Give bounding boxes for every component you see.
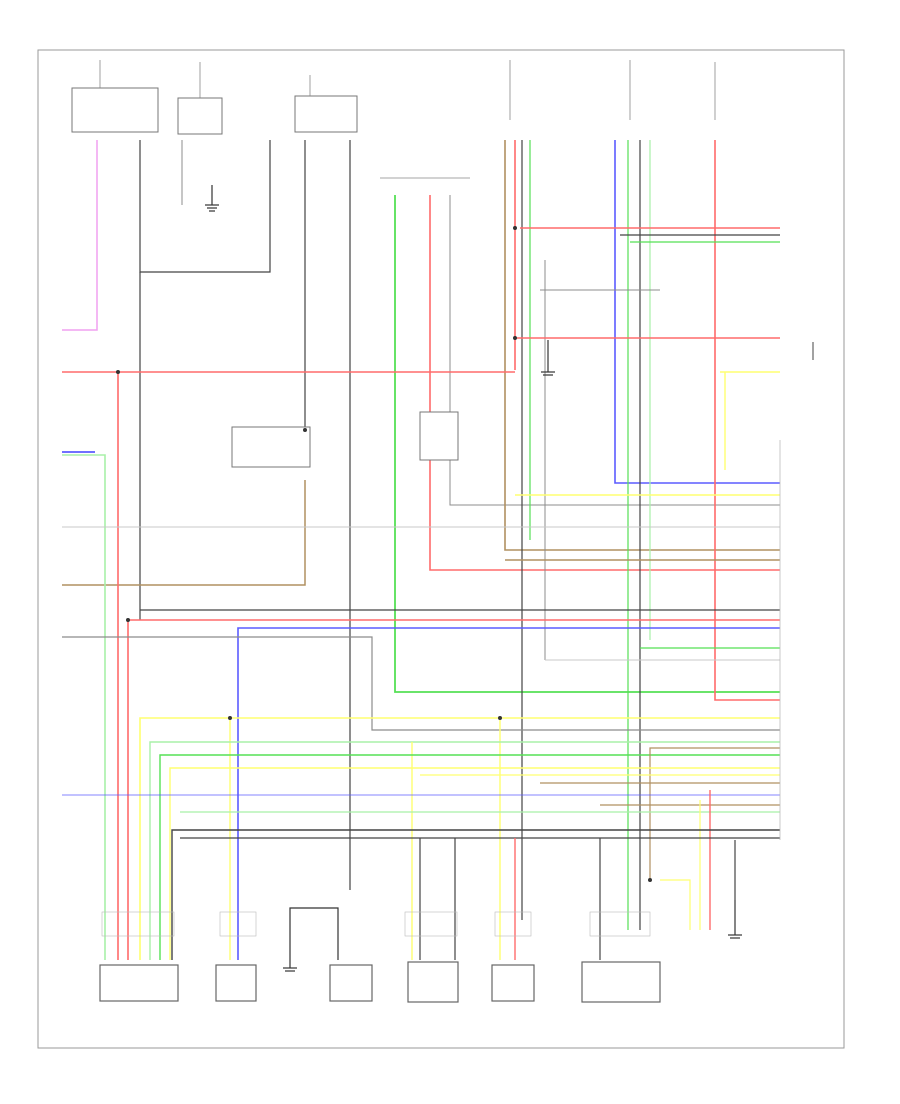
ground-symbol-icon	[728, 900, 742, 939]
wire-blue-bus	[237, 627, 780, 960]
wire-red-far-right	[714, 140, 780, 701]
wire-olive-right	[504, 140, 780, 551]
wire-gray-bus	[62, 636, 780, 731]
bottom-component-2	[215, 964, 257, 1002]
wire-red-bus	[127, 619, 780, 960]
wire-yellow-bus	[139, 717, 780, 960]
top-center-switch-box	[294, 95, 358, 133]
wire-red-center	[429, 195, 780, 571]
bottom-component-1	[99, 964, 179, 1002]
wire-black-loop	[139, 140, 271, 273]
wire-yellow-hook	[660, 879, 691, 930]
ground-symbol-icon	[205, 185, 219, 212]
diagram-frame	[37, 49, 845, 1049]
wire-yellow-bus2	[169, 767, 780, 960]
connector-pins-icon	[101, 911, 651, 937]
wire-black-bus-bottom	[171, 829, 780, 960]
wire-pink	[62, 140, 98, 331]
wire-blue-right	[614, 140, 780, 484]
top-left-switch-box	[71, 87, 159, 133]
ground-symbol-icon	[283, 907, 339, 972]
left-sensor-box	[231, 426, 311, 468]
wire-olive	[62, 480, 306, 586]
wire-light-green-bus	[149, 741, 780, 960]
bottom-component-3	[329, 964, 373, 1002]
bottom-component-4	[407, 961, 459, 1003]
wire-light-green-left	[62, 454, 106, 960]
wire-olive-bus	[649, 747, 780, 880]
top-relay-box	[177, 97, 223, 135]
ground-symbol-icon	[541, 340, 555, 376]
wire-gray-center	[449, 195, 780, 506]
junction-dots	[116, 226, 652, 882]
bottom-component-5	[491, 964, 535, 1002]
wire-green-bus	[159, 754, 780, 960]
wire-green	[394, 195, 780, 693]
center-sensor-box	[419, 411, 459, 461]
bottom-component-6	[581, 961, 661, 1003]
